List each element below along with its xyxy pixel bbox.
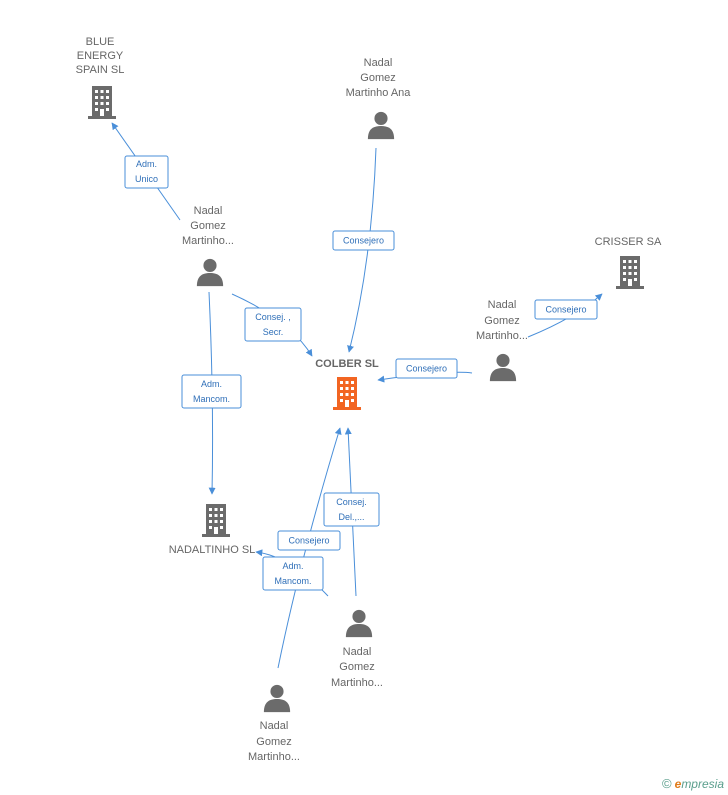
svg-text:Nadal: Nadal <box>488 299 517 311</box>
svg-text:NADALTINHO SL: NADALTINHO SL <box>169 544 256 556</box>
edge-label-adm-mancom-left: Adm. Mancom. <box>181 374 242 409</box>
svg-text:Mancom.: Mancom. <box>274 576 311 586</box>
person-icon <box>345 609 373 638</box>
edge-label-consejero-bottom: Consejero <box>277 530 341 551</box>
building-icon <box>333 377 361 410</box>
svg-text:Unico: Unico <box>135 174 158 184</box>
edge-label-consejero-right: Consejero <box>395 358 458 379</box>
edge-label-consejero-ana: Consejero <box>332 230 395 251</box>
svg-text:COLBER SL: COLBER SL <box>315 358 379 370</box>
copyright-symbol: © <box>662 776 672 791</box>
edge-consejero-bottom <box>277 427 342 669</box>
svg-text:Nadal: Nadal <box>343 646 372 658</box>
svg-text:Gomez: Gomez <box>256 736 291 748</box>
copyright-watermark: ©empresia <box>662 776 724 791</box>
svg-text:Mancom.: Mancom. <box>193 394 230 404</box>
building-icon <box>88 86 116 119</box>
node-nadal-gomez-martinho-left[interactable]: Nadal Gomez Martinho... <box>182 205 234 287</box>
svg-text:Adm.: Adm. <box>136 159 157 169</box>
svg-text:Martinho...: Martinho... <box>182 235 234 247</box>
edge-label-adm-mancom-bottom: Adm. Mancom. <box>262 556 324 591</box>
edge-consejero-ana <box>347 147 377 353</box>
svg-text:Martinho...: Martinho... <box>476 330 528 342</box>
node-nadal-gomez-martinho-right[interactable]: Nadal Gomez Martinho... <box>476 299 528 382</box>
edge-label-consejero-crisser: Consejero <box>534 299 598 320</box>
building-icon <box>616 256 644 289</box>
svg-text:Consej. ,: Consej. , <box>255 312 291 322</box>
svg-text:Nadal: Nadal <box>364 57 393 69</box>
svg-text:Gomez: Gomez <box>339 661 374 673</box>
brand-name: mpresia <box>681 777 724 791</box>
person-icon <box>263 684 291 713</box>
node-nadaltinho-sl[interactable]: NADALTINHO SL <box>169 504 256 556</box>
brand-initial: e <box>674 777 682 791</box>
svg-text:Nadal: Nadal <box>194 205 223 217</box>
person-icon <box>367 111 395 140</box>
svg-text:Gomez: Gomez <box>484 315 519 327</box>
building-icon <box>202 504 230 537</box>
node-nadal-gomez-martinho-bottom-right[interactable]: Nadal Gomez Martinho... <box>331 609 383 689</box>
svg-text:Gomez: Gomez <box>190 220 225 232</box>
svg-text:BLUE: BLUE <box>86 36 115 48</box>
svg-text:Consejero: Consejero <box>343 236 384 246</box>
svg-text:Consejero: Consejero <box>288 536 329 546</box>
node-nadal-gomez-martinho-ana[interactable]: Nadal Gomez Martinho Ana <box>346 57 412 140</box>
edge-label-consej-secr: Consej. , Secr. <box>244 307 302 342</box>
svg-text:Adm.: Adm. <box>201 379 222 389</box>
person-icon <box>489 353 517 382</box>
svg-text:SPAIN SL: SPAIN SL <box>76 64 125 76</box>
svg-text:Martinho...: Martinho... <box>331 677 383 689</box>
svg-text:Secr.: Secr. <box>263 327 284 337</box>
svg-text:Nadal: Nadal <box>260 720 289 732</box>
svg-text:Consej.: Consej. <box>336 497 367 507</box>
svg-text:Martinho Ana: Martinho Ana <box>346 87 412 99</box>
node-blue-energy-spain[interactable]: BLUE ENERGY SPAIN SL <box>76 36 125 119</box>
edge-label-adm-unico: Adm. Unico <box>124 155 169 189</box>
edge-label-consej-del: Consej. Del.,... <box>323 492 380 527</box>
node-colber-sl[interactable]: COLBER SL <box>315 358 379 410</box>
svg-text:Adm.: Adm. <box>282 561 303 571</box>
svg-text:Del.,...: Del.,... <box>338 512 364 522</box>
svg-text:ENERGY: ENERGY <box>77 50 124 62</box>
person-icon <box>196 258 224 287</box>
node-nadal-gomez-martinho-bottom[interactable]: Nadal Gomez Martinho... <box>248 684 300 763</box>
svg-text:Gomez: Gomez <box>360 72 395 84</box>
svg-text:Consejero: Consejero <box>406 364 447 374</box>
svg-text:Martinho...: Martinho... <box>248 751 300 763</box>
svg-text:CRISSER SA: CRISSER SA <box>595 236 662 248</box>
node-crisser-sa[interactable]: CRISSER SA <box>595 236 662 289</box>
svg-text:Consejero: Consejero <box>545 305 586 315</box>
